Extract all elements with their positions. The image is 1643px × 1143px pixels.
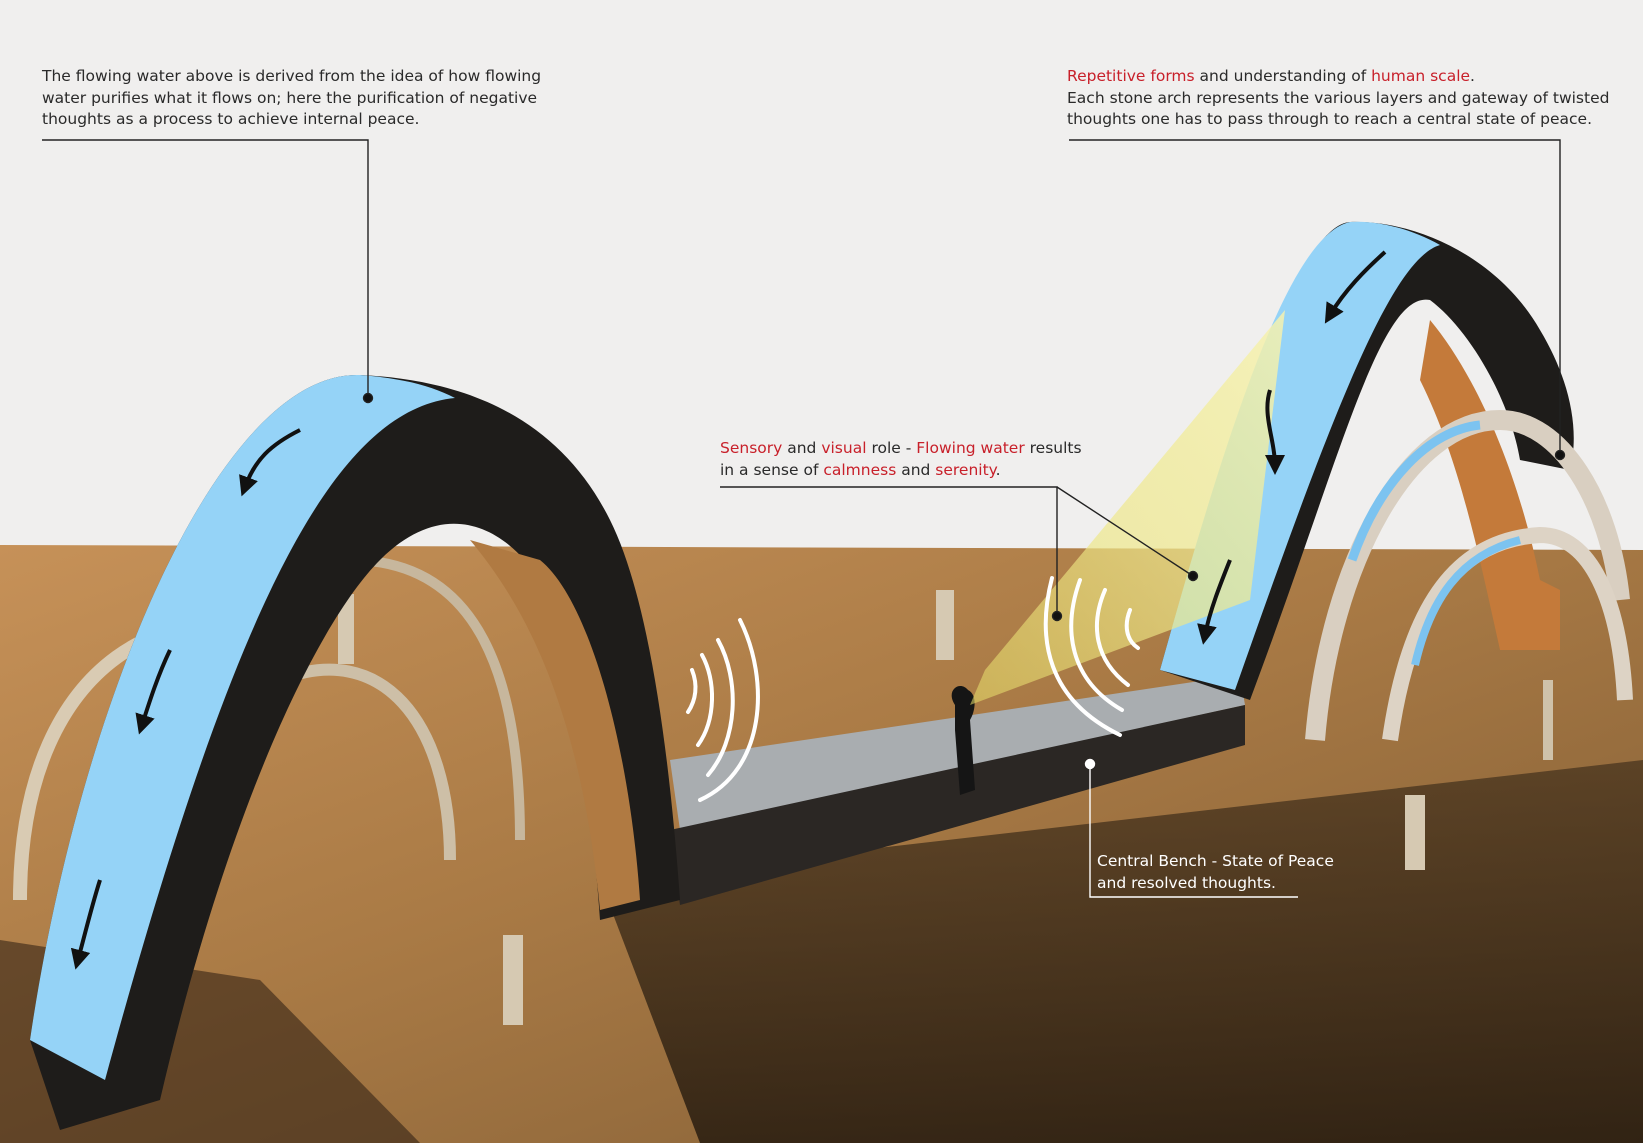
annotation-text-line: thoughts as a process to achieve interna… — [42, 109, 541, 131]
annotation-text-line: Sensory and visual role - Flowing water … — [720, 438, 1082, 460]
annotation-flowing-water: The flowing water above is derived from … — [42, 66, 541, 131]
annotation-text-line: Central Bench - State of Peace — [1097, 851, 1334, 873]
annotation-central-bench: Central Bench - State of Peace and resol… — [1097, 851, 1334, 894]
figurine — [503, 935, 523, 1025]
annotation-text: . — [996, 461, 1001, 479]
figurine — [936, 590, 954, 660]
annotation-text-line: and resolved thoughts. — [1097, 873, 1334, 895]
annotation-text: in a sense of — [720, 461, 823, 479]
annotation-text: . — [1470, 67, 1475, 85]
highlight-text: serenity — [935, 461, 995, 479]
annotation-text: and — [896, 461, 935, 479]
highlight-text: Repetitive forms — [1067, 67, 1195, 85]
highlight-text: visual — [821, 439, 866, 457]
annotation-text-line: The flowing water above is derived from … — [42, 66, 541, 88]
annotation-text-line: water purifies what it flows on; here th… — [42, 88, 541, 110]
annotation-text: role - — [867, 439, 917, 457]
annotation-stone-arches: Repetitive forms and understanding of hu… — [1067, 66, 1609, 131]
figurine — [1543, 680, 1553, 760]
highlight-text: Flowing water — [916, 439, 1024, 457]
annotation-text-line: thoughts one has to pass through to reac… — [1067, 109, 1609, 131]
highlight-text: calmness — [823, 461, 896, 479]
highlight-text: human scale — [1371, 67, 1470, 85]
annotation-text: and understanding of — [1195, 67, 1372, 85]
annotation-text-line: Each stone arch represents the various l… — [1067, 88, 1609, 110]
figurine — [1405, 795, 1425, 870]
annotation-text-line: Repetitive forms and understanding of hu… — [1067, 66, 1609, 88]
highlight-text: Sensory — [720, 439, 782, 457]
annotation-text: results — [1025, 439, 1082, 457]
annotation-text: and — [782, 439, 821, 457]
annotation-text-line: in a sense of calmness and serenity. — [720, 460, 1082, 482]
annotation-sensory-role: Sensory and visual role - Flowing water … — [720, 438, 1082, 481]
leader-line-water — [42, 140, 373, 403]
